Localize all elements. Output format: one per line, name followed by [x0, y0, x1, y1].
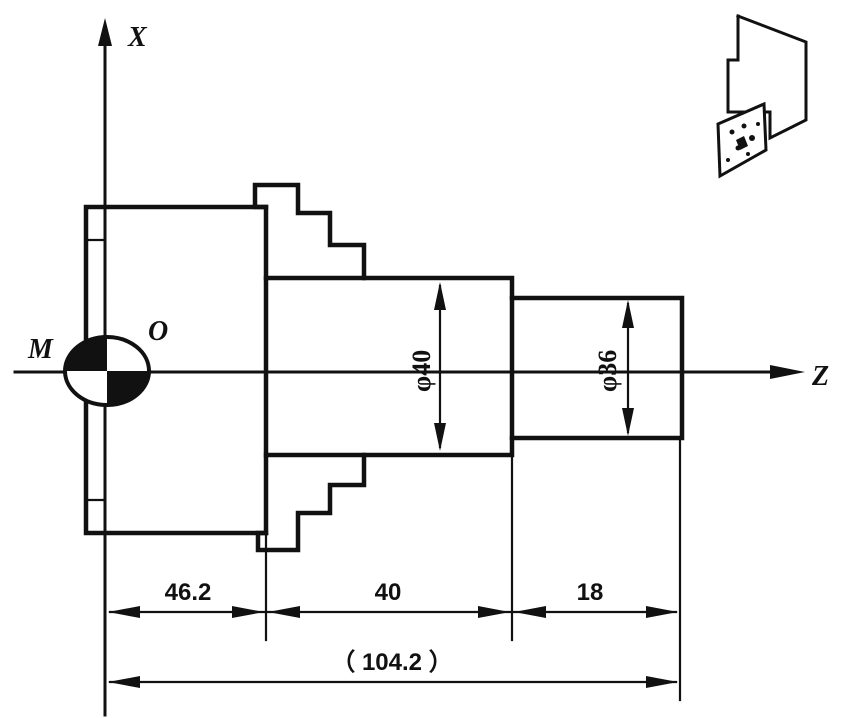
z-axis-label: Z [811, 361, 829, 392]
dia40-arrow-top [434, 282, 446, 310]
dim-18-arrow-right [646, 606, 678, 618]
dim-46-arrow-left [108, 606, 140, 618]
dim-46-arrow-right [232, 606, 264, 618]
dim-40-arrow-right [478, 606, 510, 618]
lower-jaw [255, 452, 367, 553]
dia40-arrow-bottom [434, 423, 446, 451]
upper-jaw [252, 182, 367, 281]
workpiece-large-step [263, 275, 515, 458]
dia40-label: φ40 [407, 350, 436, 392]
machine-origin-symbol [63, 335, 151, 407]
dia36-arrow-top [622, 300, 634, 328]
dim-total-arrow-left [108, 676, 140, 688]
workpiece-origin-label: O [148, 316, 168, 347]
machine-origin-label: M [27, 334, 54, 365]
dim-chuck-offset-label: 46.2 [165, 579, 212, 606]
workpiece-small-step [509, 295, 685, 441]
dim-total-arrow-right [646, 676, 678, 688]
dia36-arrow-bottom [622, 408, 634, 436]
x-axis-arrowhead [98, 18, 112, 46]
dim-small-step-label: 18 [577, 579, 604, 606]
dim-40-arrow-left [268, 606, 300, 618]
dia36-label: φ36 [593, 350, 622, 392]
z-axis-arrowhead [770, 365, 805, 379]
dim-large-step-label: 40 [375, 579, 402, 606]
cutting-tool-icon [716, 14, 808, 179]
dim-18-arrow-left [514, 606, 546, 618]
dim-total-label: （ 104.2 ） [331, 649, 452, 676]
x-axis-label: X [127, 22, 148, 53]
